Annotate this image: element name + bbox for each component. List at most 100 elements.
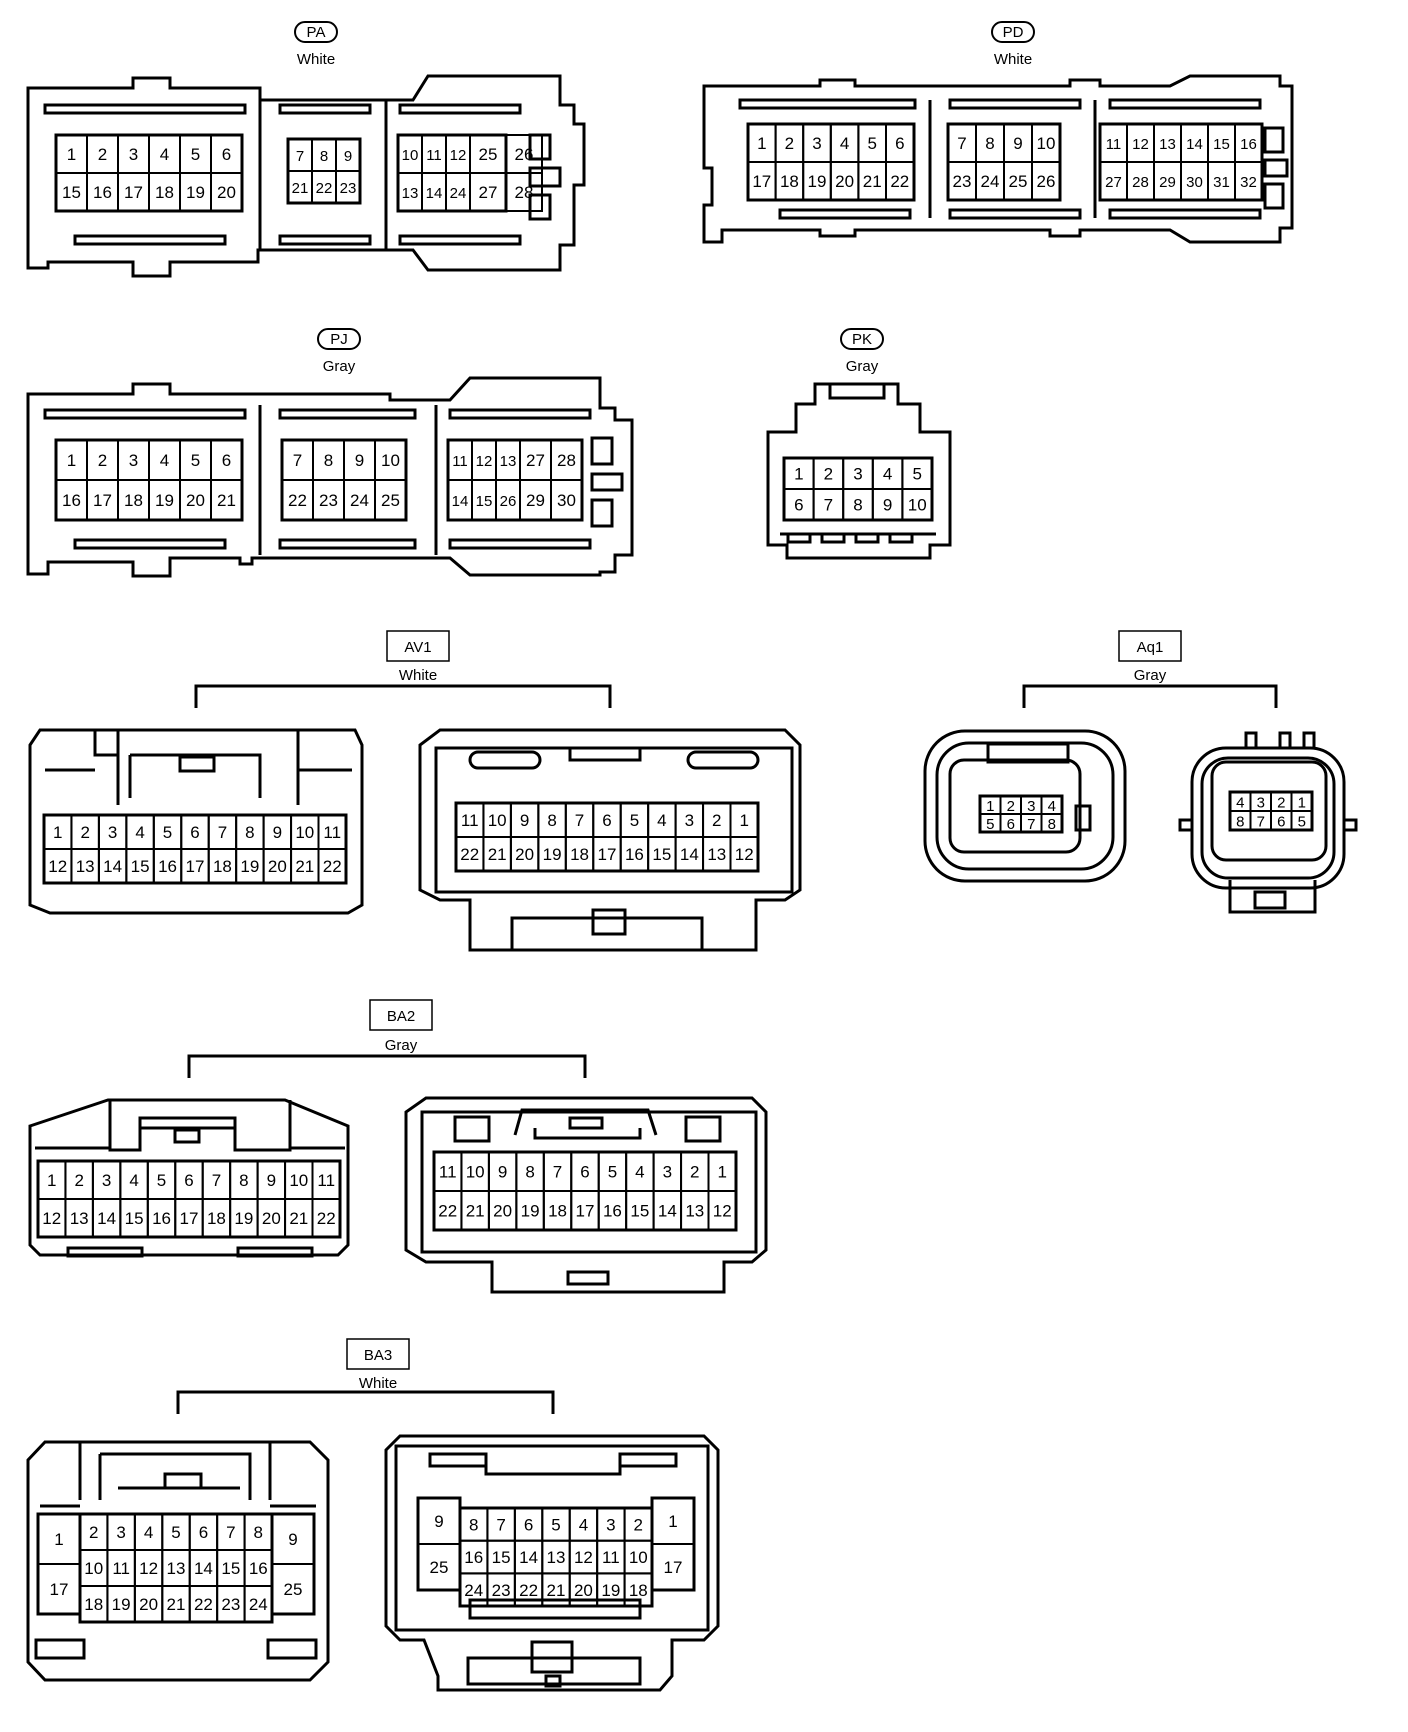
label-pd: PD White [991,21,1035,68]
pin-number: 13 [685,1202,704,1221]
pin-number: 10 [908,496,927,515]
pin-number: 3 [663,1163,672,1182]
connector-ba3-bracket [176,1390,555,1414]
pin-number: 7 [1027,816,1035,833]
pin-number: 28 [515,183,534,202]
pin-number: 14 [103,857,122,876]
pin-number: 17 [186,857,205,876]
pin-number: 18 [84,1595,103,1614]
pin-cell [550,479,583,521]
pin-number: 10 [466,1163,485,1182]
pin-number: 8 [239,1171,248,1190]
pin-number: 1 [717,1163,726,1182]
pin-number: 6 [199,1523,208,1542]
pin-number: 21 [863,172,882,191]
pin-number: 12 [476,453,493,470]
pin-number: 11 [317,1171,335,1190]
pin-number: 16 [152,1209,171,1228]
pin-cell [729,836,759,872]
pin-number: 12 [735,845,754,864]
pin-number: 14 [680,845,699,864]
pin-cell [1031,161,1061,201]
pin-number: 15 [221,1559,240,1578]
pin-number: 16 [93,183,112,202]
pin-number: 16 [464,1548,483,1567]
pin-number: 4 [635,1163,644,1182]
pin-number: 15 [492,1548,511,1567]
pin-number: 7 [226,1523,235,1542]
pin-number: 19 [112,1595,131,1614]
label-av1: AV1 White [386,630,450,684]
pin-number: 5 [1298,814,1306,831]
pin-number: 19 [521,1202,540,1221]
connector-aq1-right-body [1178,731,1358,914]
pin-number: 14 [97,1209,116,1228]
pin-number: 4 [160,451,169,470]
pin-number: 6 [794,496,803,515]
pin-number: 20 [574,1581,593,1600]
pin-number: 15 [131,857,150,876]
pin-number: 21 [167,1595,186,1614]
pin-number: 24 [981,172,1000,191]
pin-cell [210,479,243,521]
pin-number: 6 [190,823,199,842]
pin-number: 15 [652,845,671,864]
pin-number: 22 [438,1202,457,1221]
pin-number: 12 [48,857,67,876]
label-pj-id: PJ [330,331,348,348]
label-av1-id: AV1 [404,639,431,656]
pin-number: 21 [289,1209,308,1228]
pin-number: 4 [1048,798,1056,815]
pin-number: 3 [812,134,821,153]
pin-number: 11 [112,1559,130,1578]
connector-ba2-bracket [187,1054,587,1078]
label-pk-color: Gray [846,358,879,375]
pin-number: 15 [476,493,493,510]
pin-number: 5 [163,823,172,842]
pin-number: 22 [890,172,909,191]
pin-number: 4 [657,811,666,830]
pin-number: 26 [1037,172,1056,191]
pin-cell [707,1190,737,1231]
pin-number: 21 [217,491,236,510]
pin-number: 7 [553,1163,562,1182]
label-pd-id: PD [1003,24,1024,41]
pin-number: 8 [547,811,556,830]
pin-number: 20 [217,183,236,202]
pin-number: 9 [498,1163,507,1182]
label-aq1: Aq1 Gray [1118,630,1182,684]
pin-number: 4 [129,1171,138,1190]
pin-number: 6 [1007,816,1015,833]
pin-number: 1 [668,1512,677,1531]
pin-number: 19 [601,1581,620,1600]
pin-cell [1040,813,1063,833]
pin-number: 25 [284,1580,303,1599]
pin-number: 16 [62,491,81,510]
pin-number: 5 [191,451,200,470]
pin-number: 2 [98,145,107,164]
pin-number: 11 [323,823,341,842]
pin-cell [335,170,361,204]
pin-number: 14 [1186,136,1203,153]
pin-number: 24 [249,1595,268,1614]
pin-number: 1 [54,1530,63,1549]
connector-pk-body [766,382,952,560]
pin-number: 28 [557,451,576,470]
pin-number: 23 [221,1595,240,1614]
pin-number: 16 [1240,136,1257,153]
pin-number: 9 [883,496,892,515]
pin-number: 20 [268,857,287,876]
pin-number: 4 [1236,795,1244,812]
pin-cell [374,479,407,521]
pin-number: 6 [184,1171,193,1190]
pin-number: 10 [84,1559,103,1578]
pin-number: 23 [953,172,972,191]
connector-ba2-left-body [28,1098,350,1258]
pin-number: 14 [452,493,469,510]
pin-number: 6 [580,1163,589,1182]
pin-number: 11 [426,147,442,164]
pin-number: 7 [496,1515,505,1534]
pin-number: 8 [1048,816,1056,833]
pin-number: 2 [690,1163,699,1182]
pin-number: 22 [317,1209,336,1228]
